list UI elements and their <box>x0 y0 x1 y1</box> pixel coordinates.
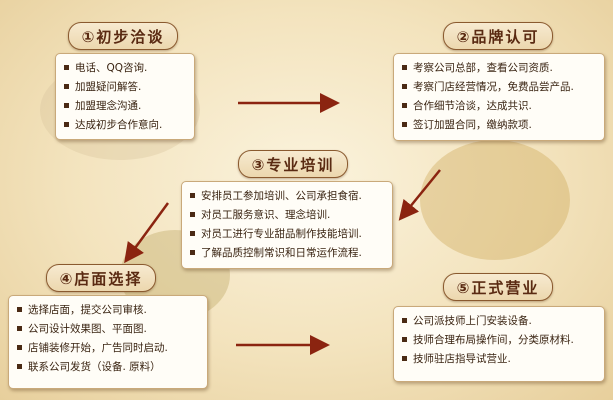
step-3-item: 对员工服务意识、理念培训. <box>190 206 384 225</box>
step-2-item: 合作细节洽谈，达成共识. <box>402 97 596 116</box>
step-1-box: 电话、QQ咨询. 加盟疑问解答. 加盟理念沟通. 达成初步合作意向. <box>55 53 195 140</box>
bullet-icon <box>64 102 69 108</box>
step-3-item: 对员工进行专业甜品制作技能培训. <box>190 225 384 244</box>
step-4-box: 选择店面，提交公司审核. 公司设计效果图、平面图. 店铺装修开始，广告同时启动.… <box>8 295 208 389</box>
bullet-icon <box>64 64 69 70</box>
step-3-item: 安排员工参加培训、公司承担食宿. <box>190 187 384 206</box>
bullet-icon <box>402 121 407 127</box>
bullet-icon <box>190 249 195 255</box>
step-4-item: 店铺装修开始，广告同时启动. <box>17 339 199 358</box>
bullet-icon <box>17 306 22 312</box>
bullet-icon <box>190 230 195 236</box>
bullet-icon <box>402 317 407 323</box>
step-1-item: 电话、QQ咨询. <box>64 59 186 78</box>
step-5-item: 技师合理布局操作间，分类原材料. <box>402 331 596 350</box>
background-palm-right <box>420 140 570 260</box>
step-5-box: 公司派技师上门安装设备. 技师合理布局操作间，分类原材料. 技师驻店指导试营业. <box>393 306 605 382</box>
step-4-item: 联系公司发货（设备. 原料） <box>17 358 199 377</box>
step-1-item: 达成初步合作意向. <box>64 116 186 135</box>
arrow-down-left-2 <box>124 202 170 264</box>
step-2-item: 考察公司总部，查看公司资质. <box>402 59 596 78</box>
step-1-title: ①初步洽谈 <box>68 22 178 50</box>
bullet-icon <box>17 325 22 331</box>
step-1-item: 加盟疑问解答. <box>64 78 186 97</box>
bullet-icon <box>402 355 407 361</box>
bullet-icon <box>402 83 407 89</box>
step-3-box: 安排员工参加培训、公司承担食宿. 对员工服务意识、理念培训. 对员工进行专业甜品… <box>181 181 393 269</box>
step-2-item: 考察门店经营情况，免费品尝产品. <box>402 78 596 97</box>
bullet-icon <box>402 64 407 70</box>
step-3-title: ③专业培训 <box>238 150 348 178</box>
step-5-item: 技师驻店指导试营业. <box>402 350 596 369</box>
bullet-icon <box>64 121 69 127</box>
step-1-item: 加盟理念沟通. <box>64 97 186 116</box>
step-2-title: ②品牌认可 <box>443 22 553 50</box>
bullet-icon <box>402 102 407 108</box>
bullet-icon <box>17 363 22 369</box>
bullet-icon <box>190 192 195 198</box>
bullet-icon <box>402 336 407 342</box>
step-4-item: 公司设计效果图、平面图. <box>17 320 199 339</box>
step-5-title: ⑤正式营业 <box>443 273 553 301</box>
step-5-item: 公司派技师上门安装设备. <box>402 312 596 331</box>
step-2-item: 签订加盟合同，缴纳款项. <box>402 116 596 135</box>
bullet-icon <box>190 211 195 217</box>
arrow-down-left-1 <box>398 169 441 221</box>
step-4-title: ④店面选择 <box>46 264 156 292</box>
step-4-item: 选择店面，提交公司审核. <box>17 301 199 320</box>
bullet-icon <box>17 344 22 350</box>
step-3-item: 了解品质控制常识和日常运作流程. <box>190 244 384 263</box>
step-2-box: 考察公司总部，查看公司资质. 考察门店经营情况，免费品尝产品. 合作细节洽谈，达… <box>393 53 605 141</box>
bullet-icon <box>64 83 69 89</box>
